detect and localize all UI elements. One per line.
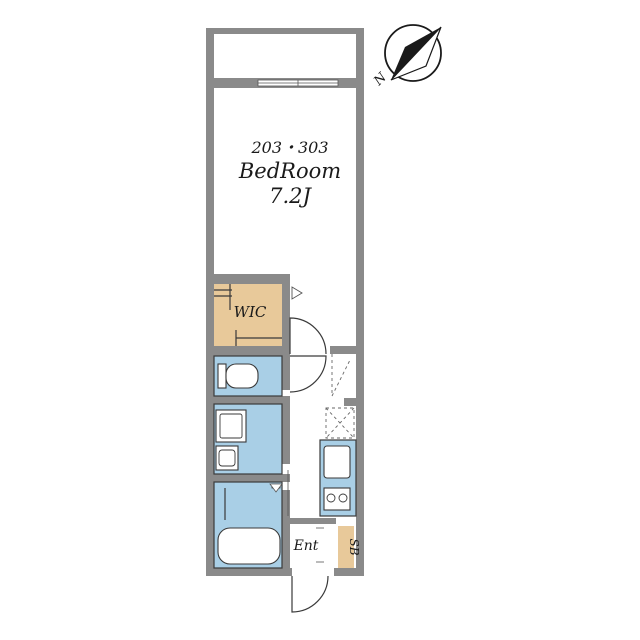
entrance-label: Ent <box>293 538 319 554</box>
compass-north-label: N <box>370 70 390 90</box>
washroom <box>213 403 283 475</box>
window <box>257 79 339 87</box>
compass-needle-light <box>390 26 442 81</box>
balcony-top-wall <box>206 28 364 34</box>
wash-right-wall <box>282 404 290 464</box>
entrance-step <box>288 518 336 524</box>
bedroom-size-label: 7.2J <box>269 184 312 208</box>
kitchen-sink <box>323 445 351 479</box>
fridge-space <box>325 407 355 439</box>
bathroom <box>213 481 283 569</box>
wic-label: WIC <box>234 303 267 321</box>
wash-bottom-wall <box>214 474 290 482</box>
right-wall <box>356 28 364 576</box>
kitchen <box>319 439 357 517</box>
bedroom-label: BedRoom <box>238 159 341 183</box>
bathtub <box>217 527 281 565</box>
shoe-box: SB <box>338 526 361 568</box>
wic-right-wall <box>282 274 290 350</box>
bath-door-marker <box>269 483 283 493</box>
bath-right-wall <box>282 490 290 568</box>
stove <box>323 487 351 511</box>
hall-closet <box>331 354 351 397</box>
bedroom-bottom-wall <box>214 274 290 284</box>
left-wall <box>206 28 214 576</box>
fridge-top-wall <box>344 398 356 406</box>
unit-number: 203・303 <box>250 138 328 157</box>
wic-bottom-wall <box>214 346 290 356</box>
shoe-box-label: SB <box>347 538 361 555</box>
wic-door-marker <box>291 286 303 300</box>
walk-in-closet: WIC <box>214 284 282 346</box>
entrance-door <box>291 575 329 613</box>
toilet-right-wall <box>282 356 290 390</box>
bedroom-door <box>289 317 327 355</box>
toilet-bottom-wall <box>214 396 290 404</box>
compass: N <box>370 24 442 90</box>
bedroom-door-right-wall <box>330 346 356 354</box>
toilet <box>213 355 283 397</box>
wash-basin <box>215 445 239 471</box>
bottom-wall-left <box>206 568 292 576</box>
entrance: Ent <box>291 527 329 613</box>
washing-machine-pan <box>215 409 247 443</box>
bottom-wall-right <box>334 568 364 576</box>
toilet-door <box>289 355 327 393</box>
